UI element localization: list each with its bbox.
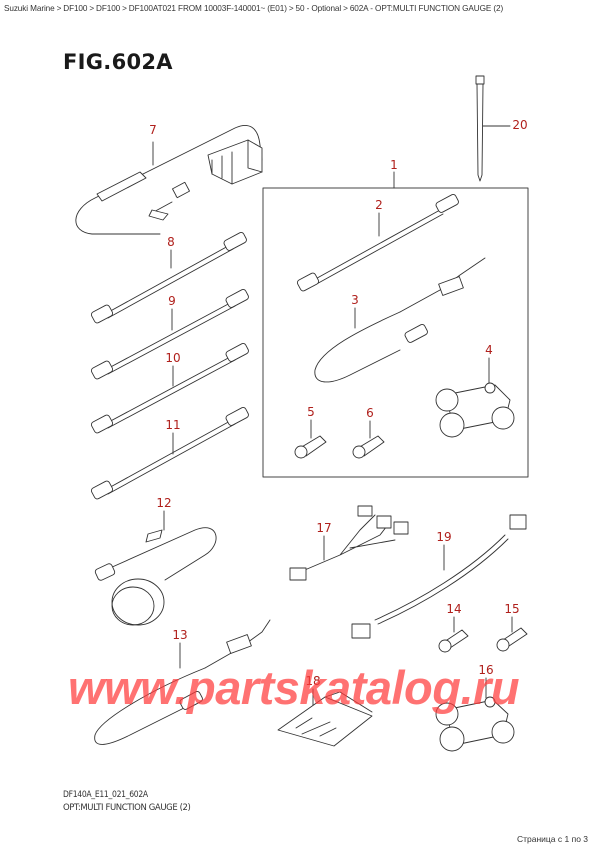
part-16-drawing (435, 677, 515, 752)
callout-3[interactable]: 3 (351, 293, 359, 307)
part-5-drawing (294, 419, 327, 459)
breadcrumb-separator: > (89, 4, 95, 13)
callout-17[interactable]: 17 (316, 521, 332, 535)
part-20-drawing (475, 75, 511, 182)
breadcrumb-separator: > (343, 4, 348, 13)
callout-18[interactable]: 18 (305, 674, 321, 688)
callout-15[interactable]: 15 (504, 602, 520, 616)
callout-1[interactable]: 1 (390, 158, 398, 172)
callout-19[interactable]: 19 (436, 530, 452, 544)
callout-20[interactable]: 20 (512, 118, 528, 132)
callout-12[interactable]: 12 (156, 496, 172, 510)
callout-16[interactable]: 16 (478, 663, 494, 677)
part-9-drawing (90, 289, 249, 380)
part-10-drawing (90, 343, 249, 434)
figure-description: OPT:MULTI FUNCTION GAUGE (2) (63, 803, 191, 813)
breadcrumb-item-model[interactable]: DF100 (63, 4, 88, 13)
part-11-drawing (90, 407, 249, 500)
callout-7[interactable]: 7 (149, 123, 157, 137)
breadcrumb-separator: > (122, 4, 127, 13)
page-indicator: Страница с 1 по 3 (517, 834, 589, 844)
part-17-drawing (289, 505, 409, 581)
breadcrumb-separator: > (288, 4, 294, 13)
breadcrumb-separator: > (56, 4, 62, 13)
breadcrumb-item-brand[interactable]: Suzuki Marine (4, 4, 55, 13)
breadcrumb-item-category[interactable]: 50 - Optional (295, 4, 342, 13)
callout-6[interactable]: 6 (366, 406, 374, 420)
part-7-drawing (75, 125, 263, 235)
callout-11[interactable]: 11 (165, 418, 181, 432)
part-3-drawing (314, 257, 486, 383)
part-14-drawing (438, 616, 469, 653)
breadcrumb-item-submodel[interactable]: DF100 (96, 4, 121, 13)
callout-9[interactable]: 9 (168, 294, 176, 308)
figure-title: FIG.602A (63, 50, 173, 74)
part-13-drawing (94, 619, 271, 745)
part-6-drawing (352, 420, 385, 459)
part-12-drawing (94, 510, 217, 626)
figure-code: DF140A_E11_021_602A (63, 790, 148, 800)
callout-14[interactable]: 14 (446, 602, 462, 616)
part-15-drawing (496, 616, 528, 652)
part-8-drawing (90, 232, 247, 324)
callout-4[interactable]: 4 (485, 343, 493, 357)
callout-2[interactable]: 2 (375, 198, 383, 212)
part-2-drawing (296, 194, 459, 292)
callout-8[interactable]: 8 (167, 235, 175, 249)
breadcrumb-item-variant[interactable]: DF100AT021 FROM 10003F-140001~ (E01) (128, 4, 287, 13)
callout-5[interactable]: 5 (307, 405, 315, 419)
kit-box (262, 171, 529, 478)
callout-10[interactable]: 10 (165, 351, 181, 365)
part-18-drawing (277, 688, 373, 747)
breadcrumb-item-current: 602A - OPT:MULTI FUNCTION GAUGE (2) (349, 4, 504, 13)
breadcrumb: Suzuki Marine>DF100>DF100>DF100AT021 FRO… (4, 4, 503, 13)
part-4-drawing (435, 357, 515, 438)
callout-13[interactable]: 13 (172, 628, 188, 642)
part-19-drawing (351, 514, 527, 639)
